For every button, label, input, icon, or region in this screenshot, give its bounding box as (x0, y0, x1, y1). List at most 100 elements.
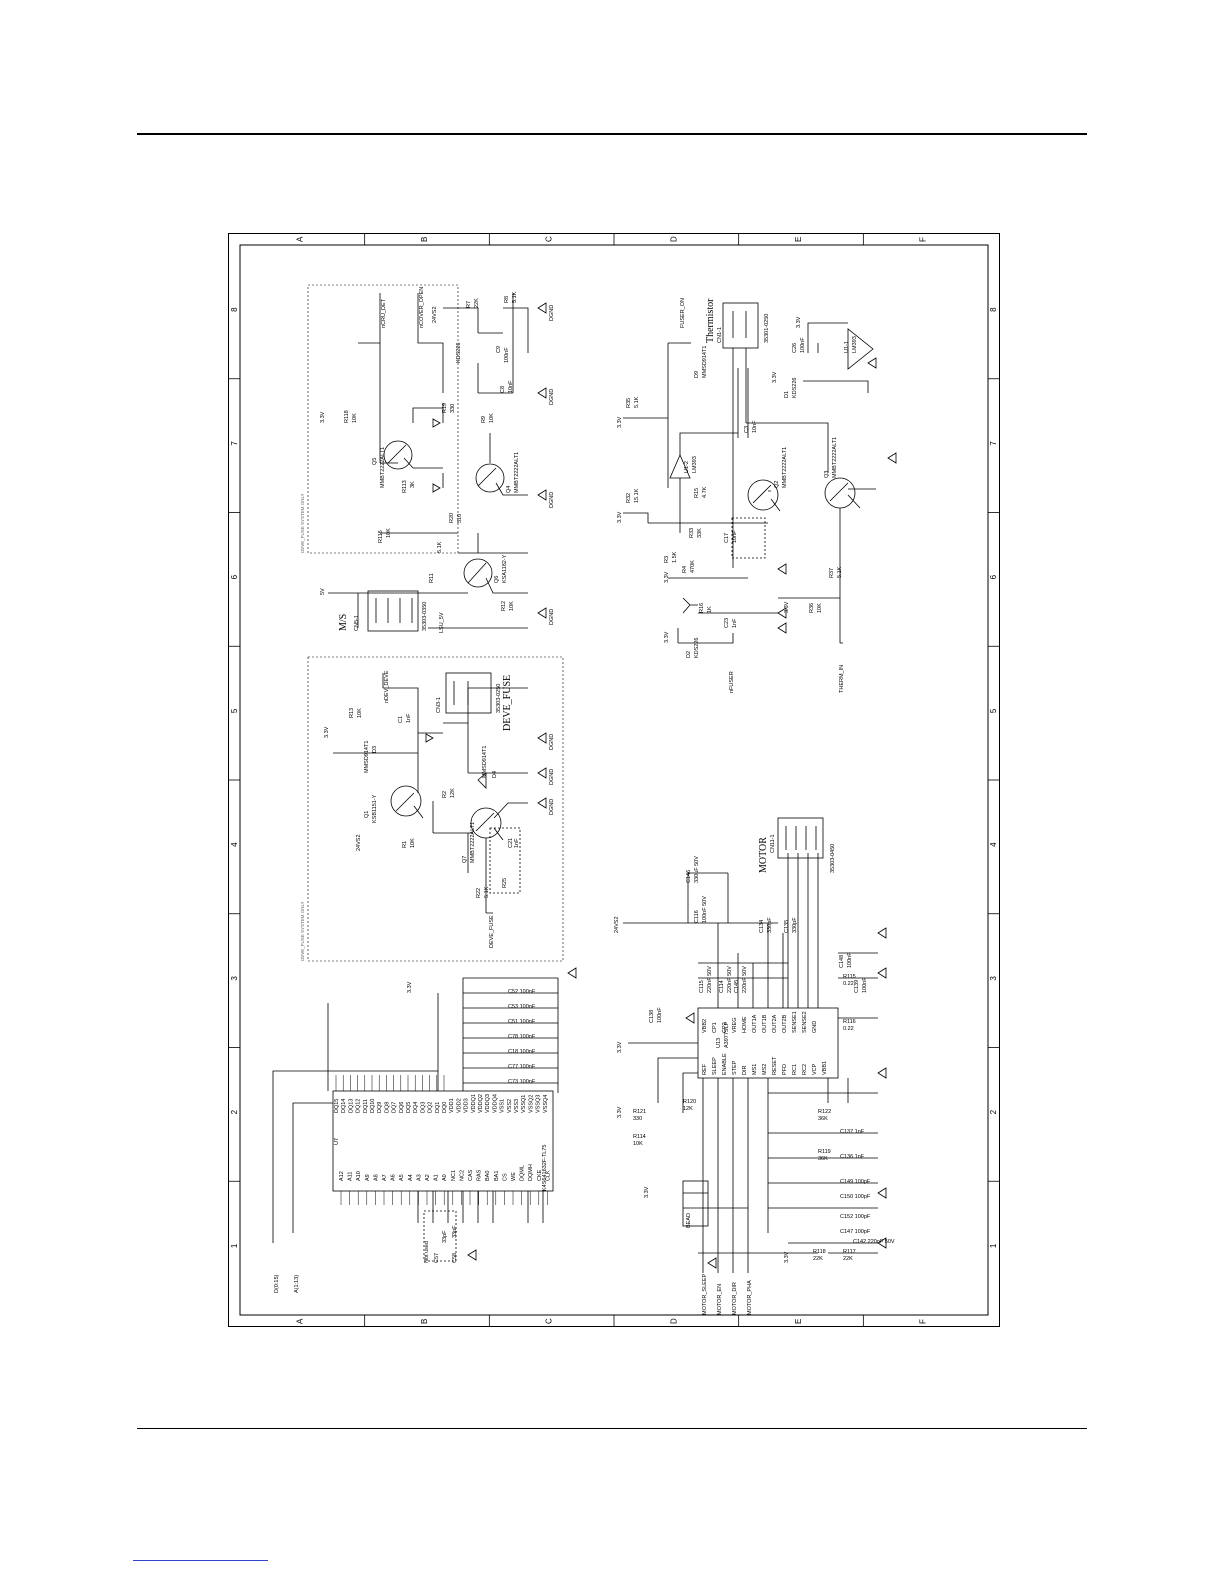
sdram-pin-right: VSS3 (514, 1099, 520, 1113)
sdram-cap-label: C77 100nF (508, 1064, 536, 1070)
sdram-pin-right: VSS2 (507, 1099, 513, 1113)
net-3v3-e: 3.3V (617, 511, 623, 523)
r9-val: 10K (489, 413, 495, 423)
sdram-pin-left: CKE (537, 1169, 543, 1181)
fuser-part-value: MMBT2222ALT1 (832, 437, 838, 478)
fuser-part-ref: R35 (626, 398, 632, 408)
connector-mvs-part: 35303-0350 (422, 602, 428, 631)
sdram-pin-left: CLK (545, 1170, 551, 1181)
motor-pin-name: STEP (732, 1060, 738, 1075)
sdram-pin-left: DQML (520, 1165, 526, 1181)
motor-cap-ref: C139 (854, 980, 860, 993)
fuser-part-ref: C3 (744, 426, 750, 433)
r22-ref: R22 (476, 888, 482, 898)
motor-cap-value: 100nF (847, 952, 853, 968)
zone-letter-bottom: B (420, 1319, 429, 1324)
sdram-pin-left: A1 (434, 1174, 440, 1181)
r20-ref: R20 (449, 513, 455, 523)
r19-val: 330 (450, 404, 456, 413)
zone-number-left: 5 (230, 708, 239, 713)
fuser-part-value: 10nF (732, 530, 738, 543)
fuser-part-ref: R32 (626, 493, 632, 503)
c58-val: 33pF (452, 1225, 458, 1238)
fuser-part-ref: R15 (694, 488, 700, 498)
motor-pin-name: HOME (742, 1016, 748, 1033)
connector-motor-part: 35303-0450 (830, 844, 836, 873)
net-3v3-g: 3.3V (664, 631, 670, 643)
zone-number-right: 6 (989, 574, 998, 579)
connector-deve-part: 35303-0250 (496, 684, 502, 713)
footer-link-underline (133, 1560, 268, 1561)
net-a113: A(1:13) (294, 1275, 300, 1293)
connector-therm-part: 35301-0250 (764, 314, 770, 343)
sdram-pin-right: VSSQ2 (528, 1095, 534, 1113)
sdram-pin-right: DQ5 (406, 1102, 412, 1113)
sdram-pin-right: VDDQ2 (478, 1094, 484, 1113)
motor-res-value: 22K (843, 1256, 853, 1262)
zone-number-right: 8 (989, 307, 998, 312)
zone-letter-bottom: A (295, 1318, 304, 1324)
c9-val: 100nF (504, 347, 510, 363)
sdram-pin-left: A4 (408, 1174, 414, 1181)
fuser-part-ref: R33 (689, 528, 695, 538)
sdram-cap-label: C51 100nF (508, 1019, 536, 1025)
d4-val: MMSD914T1 (482, 746, 488, 778)
motor-cap-value: 100nF (862, 977, 868, 993)
sdram-pin-right: DQ8 (384, 1102, 390, 1113)
motor-smallcap-label: C136 1nF (840, 1154, 865, 1160)
r116-val: 10K (386, 528, 392, 538)
sdram-not-used: Not used (424, 1241, 430, 1263)
sdram-cap-label: C78 100nF (508, 1034, 536, 1040)
net-motor-dir: MOTOR_DIR (732, 1282, 738, 1315)
motor-pin-name: RESET (772, 1056, 778, 1075)
zone-letter-bottom: E (794, 1319, 803, 1324)
net-nfuser: THERM_IN (839, 665, 845, 693)
fuser-part-value: LM393 (852, 336, 858, 353)
zone-number-right: 7 (989, 441, 998, 446)
net-motor-sleep: MOTOR_SLEEP (702, 1274, 708, 1315)
motor-smallcap-label: C152 100pF (840, 1214, 871, 1220)
r11-val: 5.1K (437, 541, 443, 553)
deve-fuse-label-mid: DEVE_FUSE SYSTEM ONLY (300, 901, 305, 961)
motor-pin-name: OUT1B (762, 1014, 768, 1033)
net-3v3-i: 3.3V (784, 601, 790, 613)
net-ndev-deve: nDEV_DEVE (384, 670, 390, 703)
r1-val: 10K (410, 838, 416, 848)
sdram-pin-right: VSS1 (500, 1099, 506, 1113)
sdram-block (272, 967, 577, 1262)
motor-cap-ref: C146 (686, 870, 692, 883)
motor-res-ref: R115 (843, 974, 856, 980)
fuser-part-value: 4.7K (702, 486, 708, 498)
u13-ref: U13 (716, 1038, 722, 1048)
fuser-part-ref: C23 (724, 618, 730, 628)
r8-ref: R8 (504, 296, 510, 303)
d8-ref: KDS226 (456, 343, 462, 364)
c58-ref: C58 (452, 1253, 458, 1263)
sdram-pin-right: DQ12 (356, 1099, 362, 1113)
sdram-cap-label: C52 100nF (508, 989, 536, 995)
motor-cap-ref: C115 (699, 980, 705, 993)
zone-number-left: 2 (230, 1109, 239, 1114)
sdram-pin-right: DQ3 (420, 1102, 426, 1113)
dgnd-g: DGND (549, 799, 555, 815)
net-ncru-det: nCRU_DET (381, 298, 387, 328)
dgnd-b: DGND (549, 389, 555, 405)
r11-ref: R11 (429, 573, 435, 583)
sdram-pin-right: VSSQ1 (521, 1095, 527, 1113)
sdram-pin-right: DQ0 (442, 1102, 448, 1113)
motor-cap-value: 100nF (657, 1007, 663, 1023)
connector-therm-ref: CN1-1 (717, 327, 723, 343)
top-left-circuit (328, 293, 547, 632)
motor-smallcap-label: C137 1nF (840, 1129, 865, 1135)
c57-val: 33pF (442, 1230, 448, 1243)
q7-ref: Q7 (462, 856, 468, 863)
net-deve-fuse: DEVE_FUSE (489, 915, 495, 948)
c1-ref: C1 (398, 716, 404, 723)
fuser-part-value: 100nF (800, 337, 806, 353)
motor-pin-name: CP2 (722, 1022, 728, 1033)
motor-pin-name: SENSE2 (802, 1011, 808, 1033)
motor-pin-name: VCP (812, 1063, 818, 1075)
